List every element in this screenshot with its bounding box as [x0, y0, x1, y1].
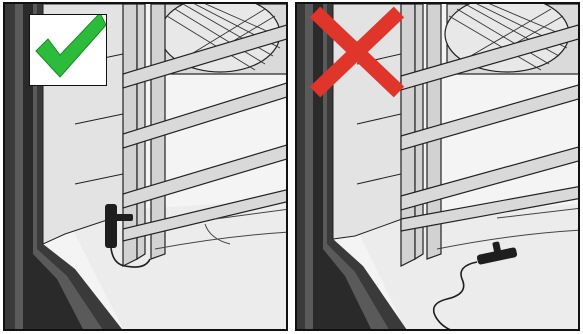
- correct-placement-panel: [3, 2, 288, 331]
- incorrect-badge: [309, 6, 405, 98]
- red-cross-icon: [309, 6, 405, 98]
- green-checkmark-icon: [30, 15, 108, 87]
- incorrect-placement-panel: [295, 2, 580, 331]
- correct-badge: [29, 14, 107, 86]
